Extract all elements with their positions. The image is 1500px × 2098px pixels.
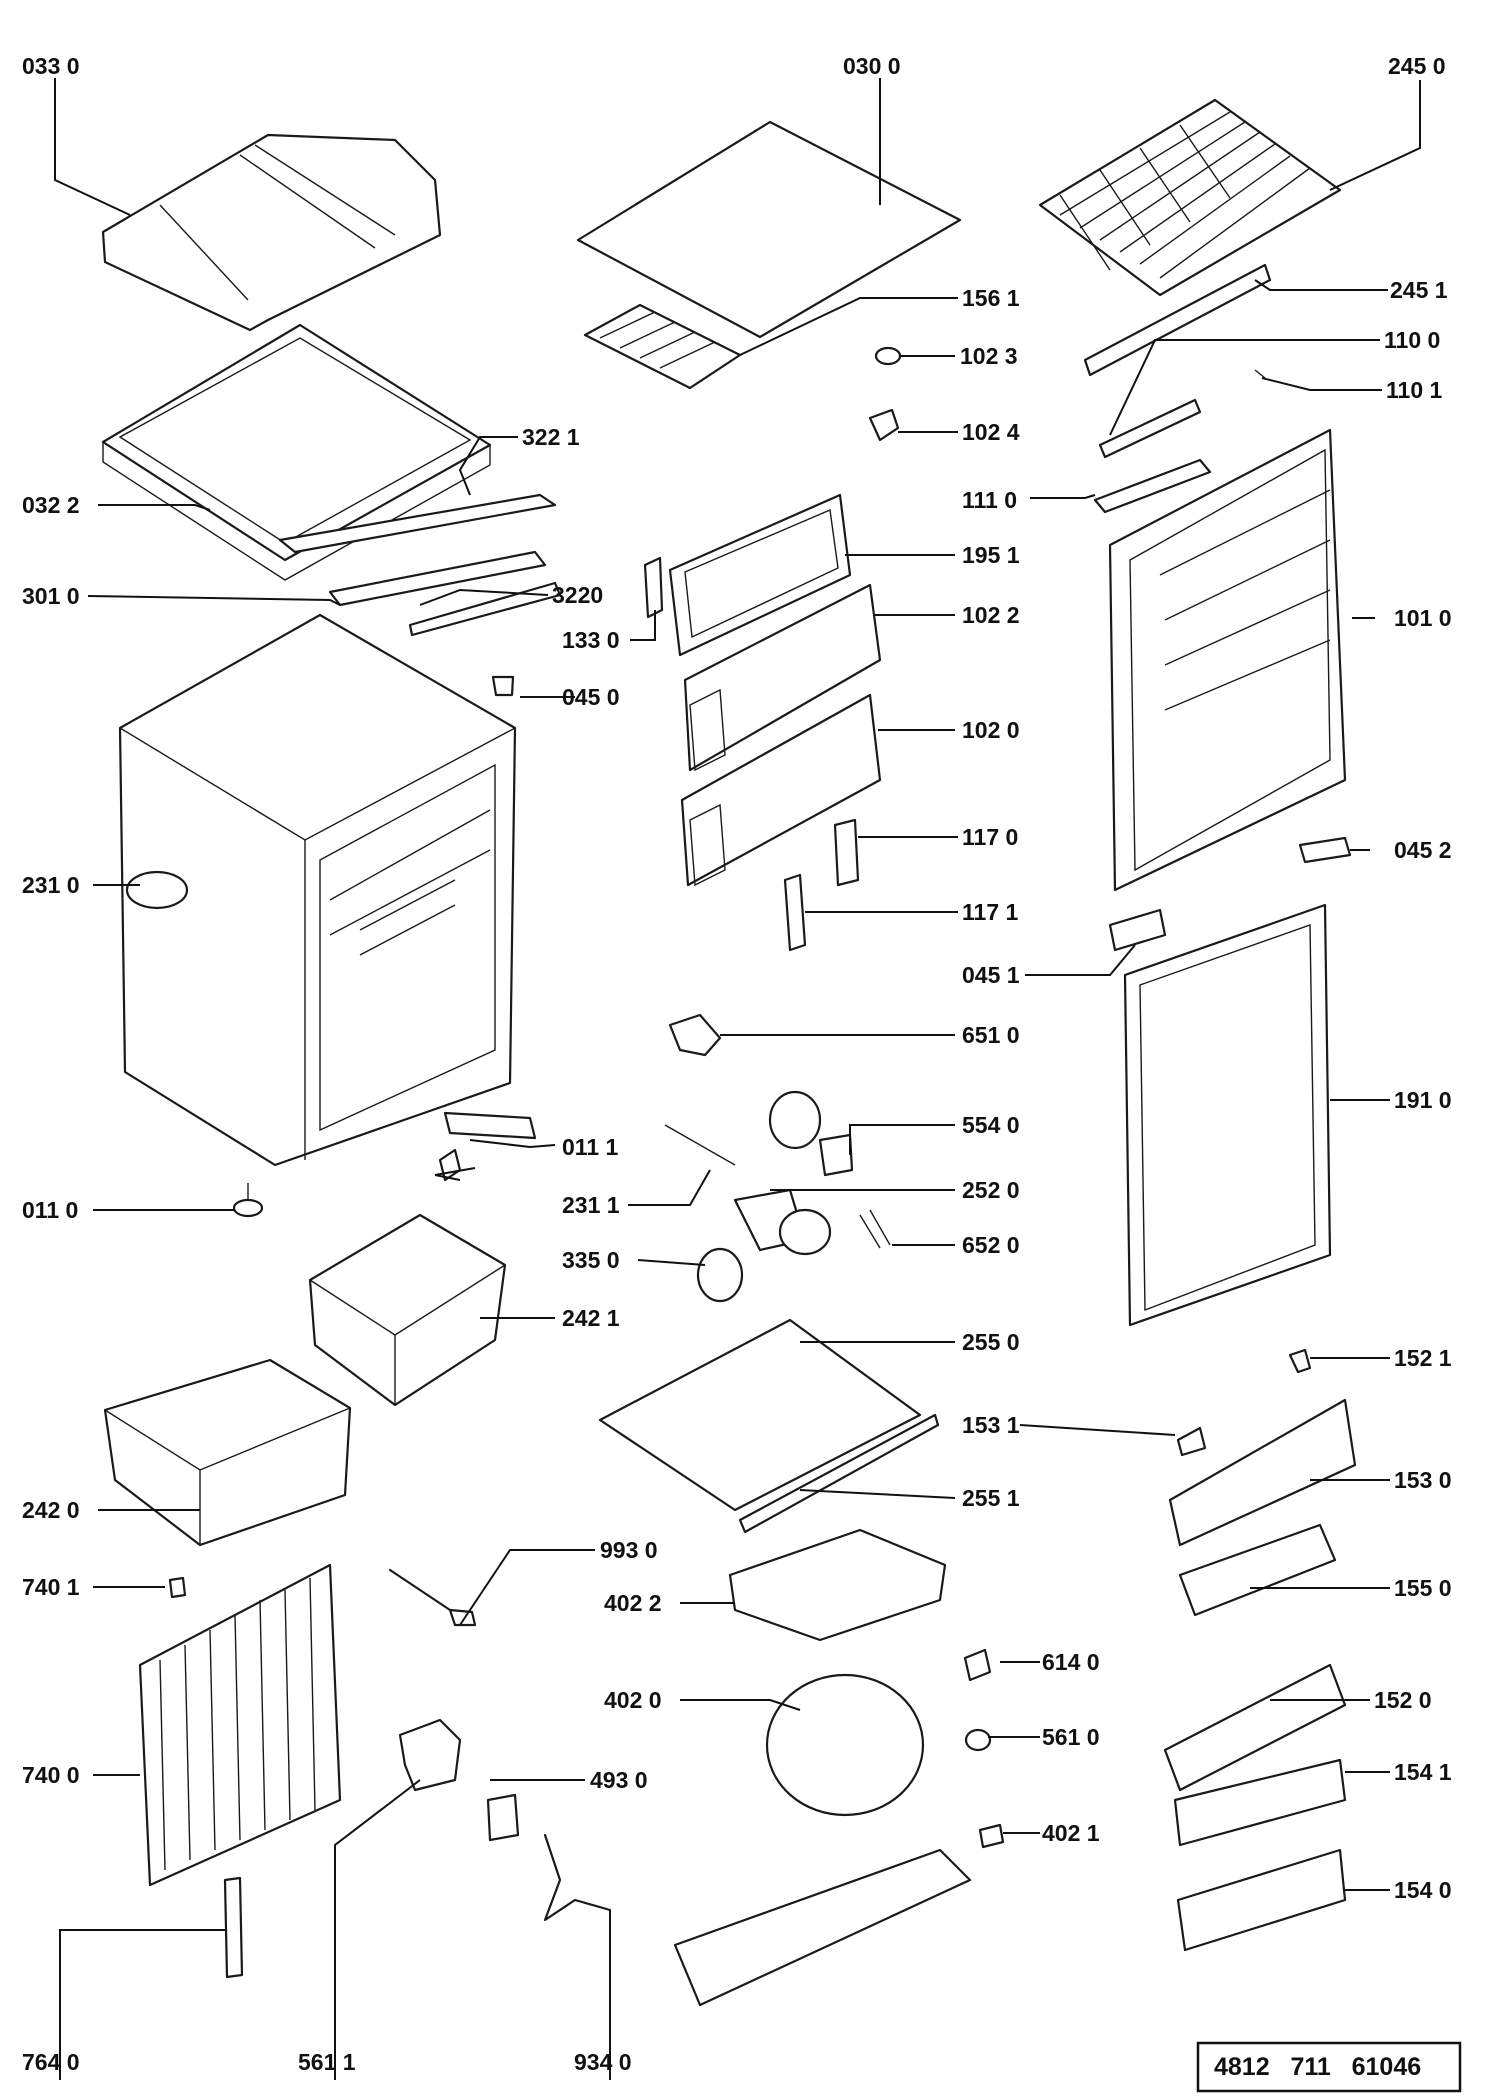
label-231-0: 231 0 [22, 872, 80, 898]
part-crisper-cover [598, 1318, 940, 1534]
part-condenser [138, 1563, 342, 1979]
label-133-0: 133 0 [562, 627, 620, 653]
part-wire-shelf [1038, 98, 1342, 377]
label-195-1: 195 1 [962, 542, 1020, 568]
label-245-0: 245 0 [1388, 53, 1446, 79]
label-651-0: 651 0 [962, 1022, 1020, 1048]
label-740-0: 740 0 [22, 1762, 80, 1788]
part-door-gasket [1123, 903, 1332, 1327]
part-latch [783, 818, 860, 952]
label-561-0: 561 0 [1042, 1724, 1100, 1750]
label-110-1: 110 1 [1386, 377, 1442, 403]
reference-number-box: 4812 711 61046 [1196, 2041, 1462, 2093]
part-hinges [491, 675, 1352, 952]
label-045-2: 045 2 [1394, 837, 1452, 863]
part-hinge-cover [1093, 369, 1266, 514]
label-152-0: 152 0 [1374, 1687, 1432, 1713]
part-thermostat-group [664, 1090, 891, 1303]
label-245-1: 245 1 [1390, 277, 1448, 303]
label-156-1: 156 1 [962, 285, 1020, 311]
label-011-1: 011 1 [562, 1134, 618, 1160]
label-032-2: 032 2 [22, 492, 80, 518]
part-relay-group [398, 1718, 612, 1922]
label-030-0: 030 0 [843, 53, 901, 79]
label-993-0: 993 0 [600, 1537, 658, 1563]
label-242-0: 242 0 [22, 1497, 80, 1523]
part-shelf-glass [576, 120, 962, 339]
label-117-1: 117 1 [962, 899, 1018, 925]
label-335-0: 335 0 [562, 1247, 620, 1273]
label-154-1: 154 1 [1394, 1759, 1452, 1785]
label-231-1: 231 1 [562, 1192, 620, 1218]
part-labels: 033 0 030 0 245 0 156 1 245 1 102 3 110 … [22, 53, 1452, 2075]
label-3220: 3220 [552, 582, 603, 608]
label-402-2: 402 2 [604, 1590, 662, 1616]
part-strips [278, 493, 562, 637]
label-045-1: 045 1 [962, 962, 1020, 988]
label-554-0: 554 0 [962, 1112, 1020, 1138]
label-561-1: 561 1 [298, 2049, 356, 2075]
label-102-2: 102 2 [962, 602, 1020, 628]
label-934-0: 934 0 [574, 2049, 632, 2075]
label-102-0: 102 0 [962, 717, 1020, 743]
part-lamp [668, 1013, 722, 1057]
label-652-0: 652 0 [962, 1232, 1020, 1258]
label-102-4: 102 4 [962, 419, 1020, 445]
label-764-0: 764 0 [22, 2049, 80, 2075]
part-door-bins [1163, 1348, 1357, 1952]
label-033-0: 033 0 [22, 53, 80, 79]
part-small-fittings [868, 346, 902, 442]
part-crisper-boxes [103, 1213, 507, 1547]
part-ice-tray [583, 303, 742, 390]
label-152-1: 152 1 [1394, 1345, 1452, 1371]
label-255-1: 255 1 [962, 1485, 1020, 1511]
label-011-0: 011 0 [22, 1197, 78, 1223]
part-top-frame [101, 323, 492, 581]
leader-lines [54, 78, 1421, 2080]
label-110-0: 110 0 [1384, 327, 1440, 353]
part-cabinet [118, 613, 517, 1167]
label-111-0: 111 0 [962, 487, 1017, 513]
label-255-0: 255 0 [962, 1329, 1020, 1355]
label-252-0: 252 0 [962, 1177, 1020, 1203]
label-102-3: 102 3 [960, 343, 1018, 369]
label-740-1: 740 1 [22, 1574, 80, 1600]
part-top-cover [101, 133, 442, 332]
part-freezer-frame [668, 493, 852, 657]
part-door [1108, 428, 1347, 892]
label-155-0: 155 0 [1394, 1575, 1452, 1601]
label-117-0: 117 0 [962, 824, 1018, 850]
part-sensor-wire [388, 1568, 477, 1627]
label-614-0: 614 0 [1042, 1649, 1100, 1675]
part-freezer-doors [680, 583, 882, 887]
label-322-1: 322 1 [522, 424, 580, 450]
reference-number: 4812 711 61046 [1214, 2053, 1421, 2081]
label-402-1: 402 1 [1042, 1820, 1100, 1846]
label-301-0: 301 0 [22, 583, 80, 609]
part-bracket [643, 556, 664, 619]
label-154-0: 154 0 [1394, 1877, 1452, 1903]
label-493-0: 493 0 [590, 1767, 648, 1793]
label-402-0: 402 0 [604, 1687, 662, 1713]
label-191-0: 191 0 [1394, 1087, 1452, 1113]
part-compressor-group [673, 1528, 1005, 2007]
label-153-1: 153 1 [962, 1412, 1020, 1438]
label-153-0: 153 0 [1394, 1467, 1452, 1493]
label-045-0: 045 0 [562, 684, 620, 710]
label-101-0: 101 0 [1394, 605, 1452, 631]
label-242-1: 242 1 [562, 1305, 620, 1331]
